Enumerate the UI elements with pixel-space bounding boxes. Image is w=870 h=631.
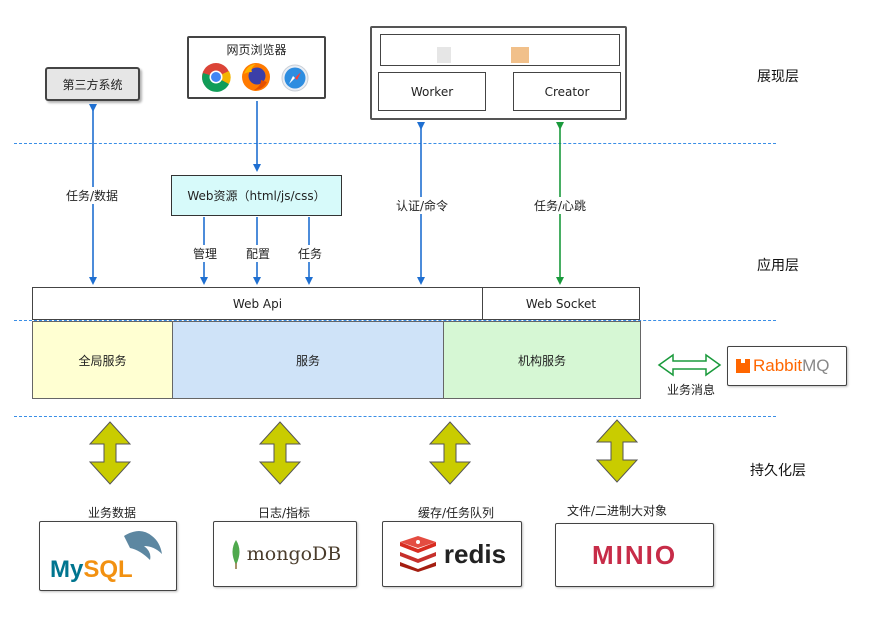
task-heartbeat-label: 任务/心跳 — [532, 197, 589, 214]
safari-icon — [281, 64, 309, 96]
redis-cube-icon — [399, 536, 436, 572]
minio-double-arrow — [595, 419, 639, 483]
redis-logo: redis — [382, 521, 522, 587]
layer-application-label: 应用层 — [757, 258, 799, 274]
web-resources-label: Web资源（html/js/css） — [187, 189, 326, 203]
mysql-my-text: My — [50, 556, 84, 583]
layer-presentation-label: 展现层 — [757, 69, 799, 85]
business-message-label: 业务消息 — [665, 381, 718, 398]
files-objects-label: 文件/二进制大对象 — [565, 502, 670, 519]
middle-service-box: 服务 — [172, 321, 444, 399]
middle-service-label: 服务 — [295, 353, 320, 368]
business-data-label: 业务数据 — [86, 504, 139, 521]
mongodb-text: mongoDB — [246, 543, 342, 565]
web-socket-box: Web Socket — [482, 287, 640, 320]
creator-box: Creator — [513, 72, 621, 111]
org-service-label: 机构服务 — [517, 353, 566, 368]
mysql-double-arrow — [88, 421, 132, 485]
minio-logo: MINIO — [555, 523, 714, 587]
redacted-block-orange — [511, 47, 529, 63]
third-party-system-box: 第三方系统 — [45, 67, 140, 101]
mysql-logo: MySQL — [39, 521, 177, 591]
worker-label: Worker — [410, 84, 454, 99]
web-api-label: Web Api — [232, 296, 283, 311]
third-party-system-label: 第三方系统 — [62, 77, 123, 92]
layer-divider-top — [14, 143, 776, 144]
log-metrics-label: 日志/指标 — [256, 504, 313, 521]
mongodb-leaf-icon — [232, 540, 240, 569]
browser-box: 网页浏览器 — [187, 36, 326, 99]
global-service-label: 全局服务 — [78, 353, 127, 368]
layer-divider-bottom — [14, 416, 776, 417]
global-service-box: 全局服务 — [32, 321, 173, 399]
web-api-box: Web Api — [32, 287, 483, 320]
redacted-block-gray — [437, 47, 451, 63]
auth-command-label: 认证/命令 — [394, 197, 451, 214]
redis-text: redis — [443, 538, 507, 569]
task-data-label: 任务/数据 — [64, 187, 121, 204]
rabbitmq-icon — [736, 355, 750, 373]
redis-double-arrow — [428, 421, 472, 485]
mongodb-logo: mongoDB — [213, 521, 357, 587]
org-service-box: 机构服务 — [443, 321, 641, 399]
browser-title: 网页浏览器 — [226, 43, 287, 57]
manage-label: 管理 — [191, 245, 220, 262]
firefox-icon — [241, 62, 271, 96]
web-resources-box: Web资源（html/js/css） — [171, 175, 342, 216]
cache-queue-label: 缓存/任务队列 — [416, 504, 497, 521]
client-app-header — [380, 34, 620, 66]
chrome-icon — [201, 62, 231, 96]
rabbitmq-mq-text: MQ — [802, 356, 830, 375]
mongodb-double-arrow — [258, 421, 302, 485]
creator-label: Creator — [544, 84, 590, 99]
layer-persistence-label: 持久化层 — [750, 463, 806, 479]
client-app-box: Worker Creator — [370, 26, 627, 120]
task-label: 任务 — [296, 245, 325, 262]
minio-text: MINIO — [591, 539, 678, 570]
worker-box: Worker — [378, 72, 486, 111]
rabbitmq-text: Rabbit — [753, 356, 803, 375]
layer-divider-middle — [14, 320, 776, 321]
config-label: 配置 — [244, 245, 273, 262]
web-socket-label: Web Socket — [525, 296, 597, 311]
mysql-sql-text: SQL — [83, 556, 133, 583]
